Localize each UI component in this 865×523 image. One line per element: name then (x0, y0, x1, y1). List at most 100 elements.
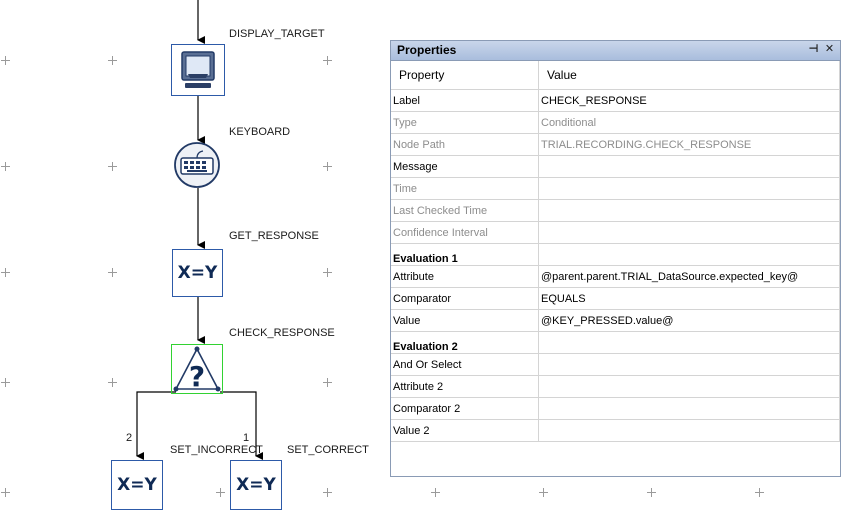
property-key: Value (391, 309, 539, 332)
property-row[interactable]: Comparator 2 (391, 397, 840, 420)
pin-icon[interactable]: ⊣ (808, 43, 819, 55)
assignment-text: X=Y (117, 475, 157, 495)
branch-number-correct: 1 (243, 432, 250, 444)
property-value[interactable] (538, 353, 840, 376)
section-header-evaluation-1: Evaluation 1 (391, 243, 840, 266)
question-icon: ? (173, 346, 221, 393)
get-response-node[interactable]: X=Y (172, 249, 223, 297)
grid-mark (431, 488, 440, 497)
property-key: Type (391, 111, 539, 134)
assignment-text: X=Y (236, 475, 276, 495)
property-key: Time (391, 177, 539, 200)
set-correct-node[interactable]: X=Y (230, 460, 282, 510)
keyboard-icon (174, 142, 220, 188)
grid-mark (108, 56, 117, 65)
property-row[interactable]: And Or Select (391, 353, 840, 376)
connector-arrow-incorrect (136, 391, 176, 460)
section-heading: Evaluation 1 (391, 243, 539, 266)
section-heading: Evaluation 2 (391, 331, 539, 354)
grid-mark (1, 56, 10, 65)
property-value[interactable]: @KEY_PRESSED.value@ (538, 309, 840, 332)
column-header-value[interactable]: Value (538, 61, 840, 90)
grid-mark (1, 378, 10, 387)
grid-mark (323, 488, 332, 497)
property-key: Value 2 (391, 419, 539, 442)
properties-title-bar[interactable]: Properties ⊣ ✕ (391, 41, 840, 61)
close-icon[interactable]: ✕ (824, 43, 835, 55)
set-incorrect-node[interactable]: X=Y (111, 460, 163, 510)
properties-header-row: Property Value (391, 61, 840, 90)
connector-arrow-correct (220, 391, 263, 460)
property-row: Time (391, 177, 840, 200)
grid-mark (755, 488, 764, 497)
grid-mark (108, 268, 117, 277)
property-value[interactable] (538, 155, 840, 178)
property-value (538, 199, 840, 222)
property-value[interactable] (538, 375, 840, 398)
property-value[interactable]: CHECK_RESPONSE (538, 89, 840, 112)
property-row[interactable]: Attribute 2 (391, 375, 840, 398)
grid-mark (539, 488, 548, 497)
column-header-property[interactable]: Property (391, 61, 539, 90)
property-row[interactable]: Message (391, 155, 840, 178)
section-blank (538, 243, 840, 266)
property-row: Confidence Interval (391, 221, 840, 244)
display-target-label: DISPLAY_TARGET (229, 28, 325, 40)
property-value[interactable] (538, 397, 840, 420)
properties-title: Properties (397, 43, 457, 57)
svg-text:?: ? (189, 360, 205, 393)
property-key: Message (391, 155, 539, 178)
property-key: Last Checked Time (391, 199, 539, 222)
property-key: Comparator (391, 287, 539, 310)
property-key: Node Path (391, 133, 539, 156)
grid-mark (1, 488, 10, 497)
grid-mark (108, 378, 117, 387)
property-row: Last Checked Time (391, 199, 840, 222)
check-response-label: CHECK_RESPONSE (229, 327, 335, 339)
monitor-icon (181, 51, 215, 88)
property-value (538, 177, 840, 200)
get-response-label: GET_RESPONSE (229, 230, 319, 242)
property-key: Confidence Interval (391, 221, 539, 244)
property-key: Attribute (391, 265, 539, 288)
set-incorrect-label: SET_INCORRECT (170, 444, 263, 456)
property-value (538, 221, 840, 244)
grid-mark (108, 162, 117, 171)
property-row[interactable]: Attribute@parent.parent.TRIAL_DataSource… (391, 265, 840, 288)
property-row[interactable]: Value@KEY_PRESSED.value@ (391, 309, 840, 332)
property-value[interactable]: @parent.parent.TRIAL_DataSource.expected… (538, 265, 840, 288)
property-value: Conditional (538, 111, 840, 134)
keyboard-label: KEYBOARD (229, 126, 291, 138)
grid-mark (323, 268, 332, 277)
grid-mark (1, 162, 10, 171)
display-target-node[interactable] (171, 44, 225, 96)
check-response-node[interactable]: ? (171, 344, 223, 394)
property-key: And Or Select (391, 353, 539, 376)
property-value[interactable] (538, 419, 840, 442)
grid-mark (216, 488, 225, 497)
property-key: Comparator 2 (391, 397, 539, 420)
grid-mark (1, 268, 10, 277)
property-key: Label (391, 89, 539, 112)
grid-mark (647, 488, 656, 497)
grid-mark (323, 56, 332, 65)
property-key: Attribute 2 (391, 375, 539, 398)
property-row[interactable]: Value 2 (391, 419, 840, 442)
section-blank (538, 331, 840, 354)
grid-mark (323, 378, 332, 387)
property-value[interactable]: EQUALS (538, 287, 840, 310)
section-header-evaluation-2: Evaluation 2 (391, 331, 840, 354)
assignment-text: X=Y (177, 263, 218, 283)
keyboard-node[interactable] (172, 141, 222, 189)
set-correct-label: SET_CORRECT (287, 444, 369, 456)
branch-number-incorrect: 2 (126, 432, 133, 444)
property-value: TRIAL.RECORDING.CHECK_RESPONSE (538, 133, 840, 156)
